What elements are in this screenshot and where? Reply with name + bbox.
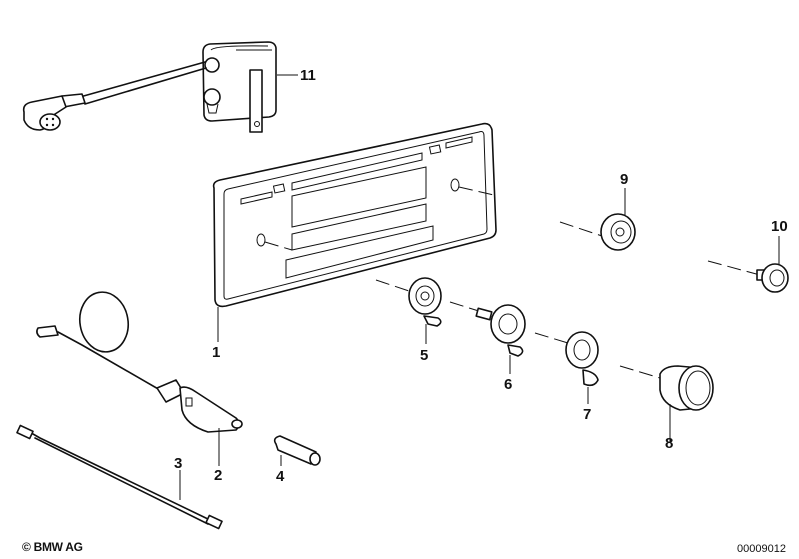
drawing-number: 00009012 <box>737 543 786 555</box>
callout-3[interactable]: 3 <box>174 455 183 472</box>
part-2-antenna-cable[interactable] <box>36 288 243 433</box>
callout-2[interactable]: 2 <box>214 467 223 484</box>
leader-lines <box>179 74 780 500</box>
callout-4[interactable]: 4 <box>276 468 285 485</box>
part-10-knob-cap[interactable] <box>707 260 789 293</box>
part-5-knob-adapter[interactable] <box>375 277 442 327</box>
callout-8[interactable]: 8 <box>665 435 674 452</box>
part-1-radio-panel[interactable] <box>212 122 497 308</box>
part-4-fuse[interactable] <box>273 435 321 466</box>
callout-9[interactable]: 9 <box>620 171 629 188</box>
callout-10[interactable]: 10 <box>771 218 788 235</box>
copyright-notice: © BMW AG <box>22 540 83 554</box>
part-11-suppressor-box[interactable] <box>22 41 277 133</box>
part-9-knob-cap[interactable] <box>559 213 636 251</box>
part-6-knob-adapter[interactable] <box>449 301 526 357</box>
callout-1[interactable]: 1 <box>212 344 221 361</box>
part-8-control-knob[interactable] <box>619 365 714 411</box>
part-7-knob-adapter[interactable] <box>534 331 599 387</box>
callout-5[interactable]: 5 <box>420 347 429 364</box>
part-3-connecting-cable[interactable] <box>16 424 223 530</box>
callout-6[interactable]: 6 <box>504 376 513 393</box>
callout-11[interactable]: 11 <box>300 67 316 84</box>
callout-7[interactable]: 7 <box>583 406 592 423</box>
